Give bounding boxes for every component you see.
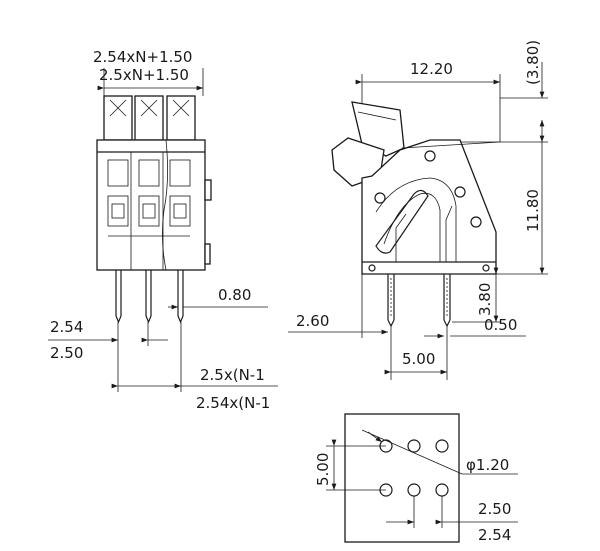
side-view: 12.20 (3.80) 11.80 — [288, 40, 548, 380]
side-pin-thickness-label: 0.50 — [484, 316, 517, 334]
side-height-label: 11.80 — [524, 189, 542, 232]
pcb-layout: 5.00 φ1.20 2.50 2.54 — [314, 413, 518, 544]
front-width-label-2: 2.5xN+1.50 — [99, 66, 189, 84]
side-width-label: 12.20 — [410, 60, 453, 78]
front-width-label-1: 2.54xN+1.50 — [93, 48, 192, 66]
pcb-pitch-label-1: 2.50 — [478, 500, 511, 518]
front-span-label-2: 2.54x(N-1 — [196, 394, 270, 412]
side-pin-spacing-label: 5.00 — [402, 350, 435, 368]
pcb-pitch-label-2: 2.54 — [478, 526, 511, 544]
front-pitch-label-2: 2.50 — [50, 344, 83, 362]
front-pitch-label-1: 2.54 — [50, 318, 83, 336]
side-left-offset-label: 2.60 — [296, 312, 329, 330]
front-view: 2.54xN+1.50 2.5xN+1.50 — [48, 48, 278, 412]
side-top-label: (3.80) — [524, 40, 542, 85]
front-span-label-1: 2.5x(N-1 — [200, 366, 265, 384]
front-pin-label: 0.80 — [218, 286, 251, 304]
pcb-hole-label: φ1.20 — [466, 456, 509, 474]
pcb-vertical-label: 5.00 — [314, 453, 332, 486]
side-pin-height-label: 3.80 — [476, 283, 494, 316]
